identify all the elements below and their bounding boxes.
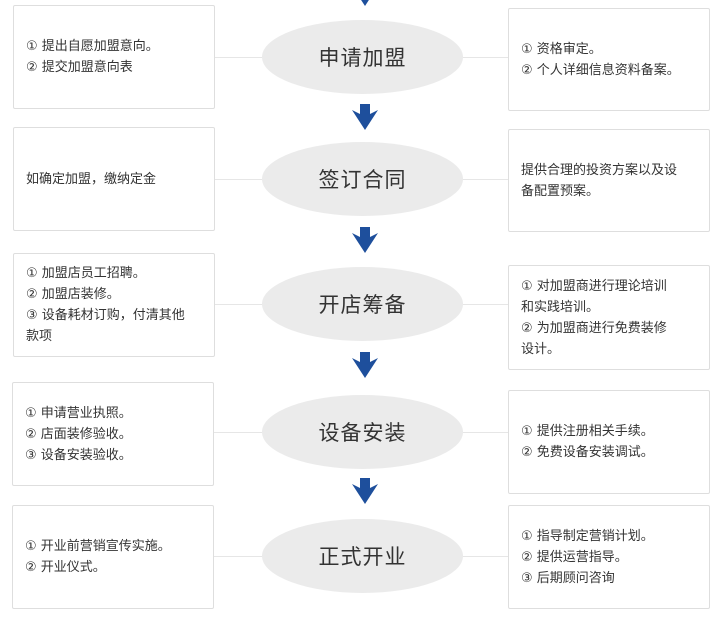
step-4-applicant-box: ① 申请营业执照。 ② 店面装修验收。 ③ 设备安装验收。 xyxy=(12,382,214,486)
step-4-left-line-1: ① 申请营业执照。 xyxy=(25,405,132,421)
step-5-company-box: ① 指导制定营销计划。 ② 提供运营指导。 ③ 后期顾问咨询 xyxy=(508,505,710,609)
step-4-left-line-2: ② 店面装修验收。 xyxy=(25,426,132,442)
step-1-left-line-2: ② 提交加盟意向表 xyxy=(26,60,133,75)
step-3-left-line-2: ② 加盟店装修。 xyxy=(26,287,120,302)
step-5-right-line-2: ② 提供运营指导。 xyxy=(521,549,628,565)
step-1-title: 申请加盟 xyxy=(262,20,463,94)
step-3-right-line-3: ② 为加盟商进行免费装修 xyxy=(521,320,667,336)
step-2-company-box: 提供合理的投资方案以及设 备配置预案。 xyxy=(508,129,710,232)
arrow-down-icon xyxy=(352,352,378,378)
step-3-right-line-2: 和实践培训。 xyxy=(521,299,600,315)
step-2-title: 签订合同 xyxy=(262,142,463,216)
step-4-right-line-1: ① 提供注册相关手续。 xyxy=(521,424,654,439)
step-3-company-box: ① 对加盟商进行理论培训 和实践培训。 ② 为加盟商进行免费装修 设计。 xyxy=(508,265,710,370)
step-3-left-line-4: 款项 xyxy=(26,329,53,344)
step-4-left-line-3: ③ 设备安装验收。 xyxy=(25,447,132,463)
step-1-applicant-box: ① 提出自愿加盟意向。 ② 提交加盟意向表 xyxy=(13,5,215,109)
step-1-left-line-1: ① 提出自愿加盟意向。 xyxy=(26,39,159,54)
step-1-right-line-2: ② 个人详细信息资料备案。 xyxy=(521,62,680,78)
step-2-left-line-1: 如确定加盟，缴纳定金 xyxy=(26,171,157,187)
arrow-down-icon xyxy=(352,227,378,253)
step-3-title: 开店筹备 xyxy=(262,267,463,341)
step-1-right-line-1: ① 资格审定。 xyxy=(521,41,602,57)
step-3-applicant-box: ① 加盟店员工招聘。 ② 加盟店装修。 ③ 设备耗材订购，付清其他 款项 xyxy=(13,253,215,357)
step-5-applicant-box: ① 开业前营销宣传实施。 ② 开业仪式。 xyxy=(12,505,214,609)
step-4-right-line-2: ② 免费设备安装调试。 xyxy=(521,445,654,460)
step-5-right-line-3: ③ 后期顾问咨询 xyxy=(521,570,615,586)
step-3-right-line-1: ① 对加盟商进行理论培训 xyxy=(521,278,667,294)
step-3-left-line-1: ① 加盟店员工招聘。 xyxy=(26,266,146,281)
step-2-right-line-2: 备配置预案。 xyxy=(521,183,600,199)
step-4-title: 设备安装 xyxy=(262,395,463,469)
step-5-right-line-1: ① 指导制定营销计划。 xyxy=(521,528,654,544)
arrow-down-icon xyxy=(352,104,378,130)
step-2-right-line-1: 提供合理的投资方案以及设 xyxy=(521,162,678,178)
step-4-company-box: ① 提供注册相关手续。 ② 免费设备安装调试。 xyxy=(508,390,710,494)
step-5-left-line-2: ② 开业仪式。 xyxy=(25,560,106,575)
step-3-left-line-3: ③ 设备耗材订购，付清其他 xyxy=(26,308,185,323)
step-5-title: 正式开业 xyxy=(262,519,463,593)
step-2-applicant-box: 如确定加盟，缴纳定金 xyxy=(13,127,215,231)
arrow-down-icon xyxy=(352,478,378,504)
step-5-left-line-1: ① 开业前营销宣传实施。 xyxy=(25,539,171,554)
arrow-down-icon xyxy=(361,0,369,6)
step-3-right-line-4: 设计。 xyxy=(521,341,561,357)
step-1-company-box: ① 资格审定。 ② 个人详细信息资料备案。 xyxy=(508,8,710,111)
